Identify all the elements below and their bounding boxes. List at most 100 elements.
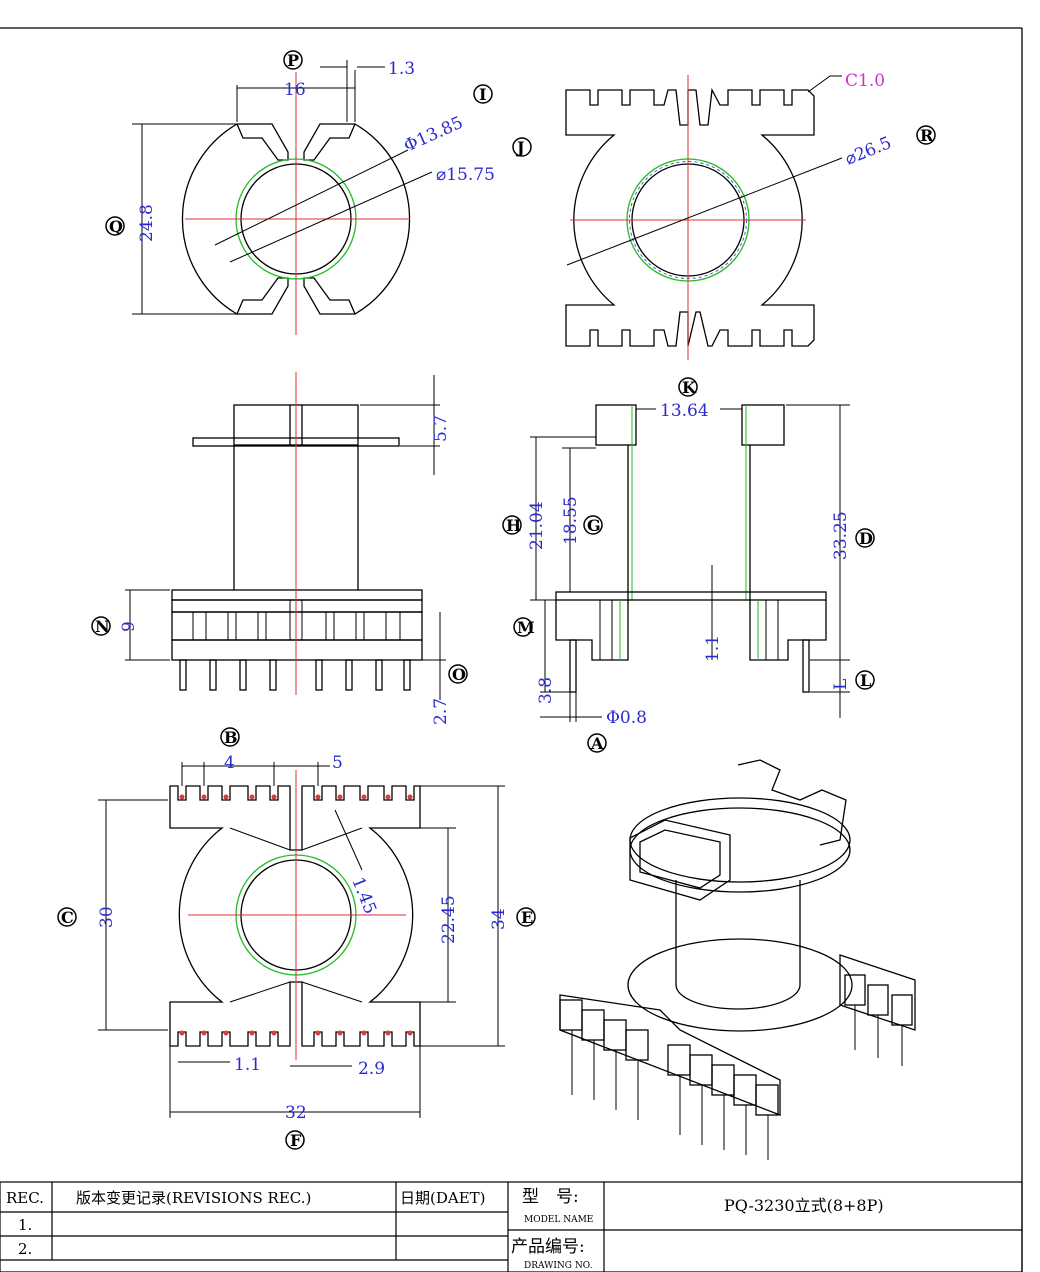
- phi08-text: Φ0.8: [606, 708, 647, 728]
- rec-header: REC.: [6, 1189, 44, 1207]
- ref-H: H: [502, 515, 522, 535]
- revisions-header: 版本变更记录(REVISIONS REC.): [76, 1189, 311, 1207]
- drawing-label-cn: 产品编号:: [511, 1237, 585, 1257]
- d57-text: 5.7: [431, 415, 451, 442]
- svg-text:K: K: [682, 378, 697, 397]
- svg-text:L: L: [860, 671, 871, 690]
- phi1385-text: Φ13.85: [401, 113, 466, 157]
- iso-base-right: [839, 954, 916, 1031]
- ref-N: N: [91, 616, 111, 636]
- d265-text: ⌀26.5: [842, 133, 894, 170]
- mid-left-view: [125, 372, 446, 700]
- date-header: 日期(DAET): [400, 1189, 486, 1207]
- top-left-view: [132, 60, 433, 335]
- ref-I: I: [473, 84, 493, 104]
- base-divisions: [192, 600, 401, 640]
- svg-text:B: B: [224, 728, 238, 747]
- svg-text:M: M: [517, 618, 535, 637]
- d29-text: 2.9: [358, 1059, 385, 1079]
- title-block: [0, 1181, 1023, 1272]
- d1855-text: 18.55: [561, 496, 581, 545]
- ref-L: L: [855, 670, 875, 690]
- d265-leader: [566, 157, 843, 266]
- base-plate: [555, 591, 827, 601]
- d1575-text: ⌀15.75: [436, 165, 495, 185]
- top-flange-right: [303, 123, 356, 161]
- model-value: PQ-3230立式(8+8P): [724, 1196, 884, 1215]
- svg-text:R: R: [920, 126, 934, 145]
- top-right-view: [565, 75, 843, 360]
- phi1385-leader: [214, 149, 409, 246]
- bottom-left-view: [98, 762, 505, 1118]
- top-flange-left: [236, 123, 289, 161]
- ref-O: O: [448, 664, 468, 684]
- w16-text: 16: [284, 80, 306, 100]
- iso-pin-blocks: [559, 974, 913, 1116]
- svg-text:J: J: [515, 138, 525, 157]
- svg-text:F: F: [290, 1131, 302, 1150]
- iso-top-tab: [737, 759, 847, 846]
- pins: [179, 659, 411, 691]
- svg-text:C: C: [61, 908, 74, 927]
- base-bottom: [171, 639, 423, 661]
- ref-M: M: [513, 617, 535, 637]
- flange-inner-edges: [229, 827, 363, 1003]
- pin-left: [569, 639, 577, 693]
- outer-arc-left: [181, 123, 238, 315]
- model-label-en: MODEL NAME: [524, 1215, 593, 1225]
- L-dim-text: L: [831, 679, 851, 690]
- d2104-text: 21.04: [527, 501, 547, 550]
- d4-text: 4: [224, 753, 235, 773]
- d5-text: 5: [332, 753, 343, 773]
- chamfer-text: C1.0: [845, 71, 885, 91]
- top-cup-right: [741, 404, 785, 446]
- svg-text:E: E: [521, 908, 533, 927]
- svg-text:H: H: [506, 516, 521, 535]
- d1364-text: 13.64: [660, 401, 709, 421]
- rev-row-1: 1.: [18, 1216, 32, 1234]
- ref-G: G: [583, 515, 603, 535]
- drawing-label-en: DRAWING NO.: [524, 1261, 593, 1271]
- svg-text:D: D: [859, 529, 873, 548]
- iso-top-box: [629, 819, 731, 901]
- svg-text:N: N: [95, 617, 110, 636]
- d9-text: 9: [119, 621, 139, 632]
- iso-pins: [571, 1005, 903, 1160]
- chamfer-leader: [807, 75, 842, 93]
- top-cup-left: [595, 404, 637, 446]
- ref-Q: Q: [105, 216, 125, 236]
- svg-text:G: G: [587, 516, 601, 535]
- svg-text:I: I: [479, 85, 486, 104]
- pin-holes: [179, 794, 413, 1036]
- svg-text:O: O: [452, 665, 466, 684]
- bottom-flange-left: [236, 277, 289, 315]
- ref-F: F: [285, 1130, 305, 1150]
- flange-outline: [565, 87, 815, 347]
- ref-J: J: [512, 137, 532, 157]
- title-block-frame: [0, 1181, 1023, 1272]
- ref-K: K: [678, 377, 698, 397]
- isometric-view: [559, 759, 916, 1160]
- iso-top-box-inner: [639, 829, 721, 889]
- svg-text:Q: Q: [109, 217, 123, 236]
- rev-row-2: 2.: [18, 1240, 32, 1258]
- mid-right-view: [530, 404, 850, 722]
- d30-text: 30: [97, 906, 117, 928]
- h248-text: 24.8: [137, 204, 157, 242]
- d34-text: 34: [489, 908, 509, 930]
- ref-B: B: [220, 727, 240, 747]
- ref-R: R: [916, 125, 936, 145]
- pin-right: [802, 639, 810, 693]
- ref-C: C: [57, 907, 77, 927]
- d11-text: 1.1: [234, 1055, 261, 1075]
- base-left: [555, 600, 629, 661]
- model-label-cn: 型 号:: [522, 1187, 579, 1207]
- iso-bottom-flange: [627, 938, 853, 1032]
- d3325-text: 33.25: [831, 511, 851, 560]
- d2245-text: 22.45: [439, 895, 459, 944]
- d27-text: 2.7: [431, 698, 451, 725]
- base-block: [171, 611, 423, 641]
- p-dim-text: 1.3: [388, 59, 415, 79]
- ref-D: D: [855, 528, 875, 548]
